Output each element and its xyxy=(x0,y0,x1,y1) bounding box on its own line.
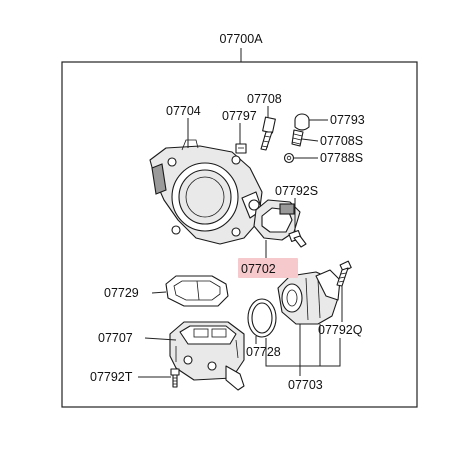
actuator-body-07707 xyxy=(169,321,245,391)
label-07704: 07704 xyxy=(166,104,201,118)
label-07792Q: 07792Q xyxy=(318,323,363,337)
o-ring-07728 xyxy=(247,298,277,338)
label-07707: 07707 xyxy=(98,331,133,345)
nut-07788S xyxy=(283,152,295,164)
throttle-body xyxy=(149,139,263,245)
label-07728: 07728 xyxy=(246,345,281,359)
diagram-frame xyxy=(61,61,418,408)
cap-07793 xyxy=(294,113,310,131)
label-07703: 07703 xyxy=(288,378,323,392)
label-07788S: 07788S xyxy=(320,151,363,165)
screw-07792T xyxy=(170,368,180,388)
bolt-07708 xyxy=(260,116,276,151)
leader-lines xyxy=(138,106,343,378)
label-07708S: 07708S xyxy=(320,134,363,148)
assembly-label: 07700A xyxy=(219,32,263,46)
label-07792T: 07792T xyxy=(90,370,133,384)
label-07797: 07797 xyxy=(222,109,257,123)
screw-07797 xyxy=(235,143,247,154)
idle-air-control-motor xyxy=(277,269,341,325)
screw-07792S xyxy=(288,229,307,248)
label-07793: 07793 xyxy=(330,113,365,127)
highlight-07702 xyxy=(238,258,298,278)
label-07708: 07708 xyxy=(247,92,282,106)
gasket-07729 xyxy=(165,275,229,307)
screw-07708S xyxy=(291,129,304,147)
label-07792S: 07792S xyxy=(275,184,318,198)
label-07729: 07729 xyxy=(104,286,139,300)
label-07702: 07702 xyxy=(241,262,276,276)
throttle-position-sensor xyxy=(253,199,301,241)
screw-07792Q xyxy=(336,260,352,287)
